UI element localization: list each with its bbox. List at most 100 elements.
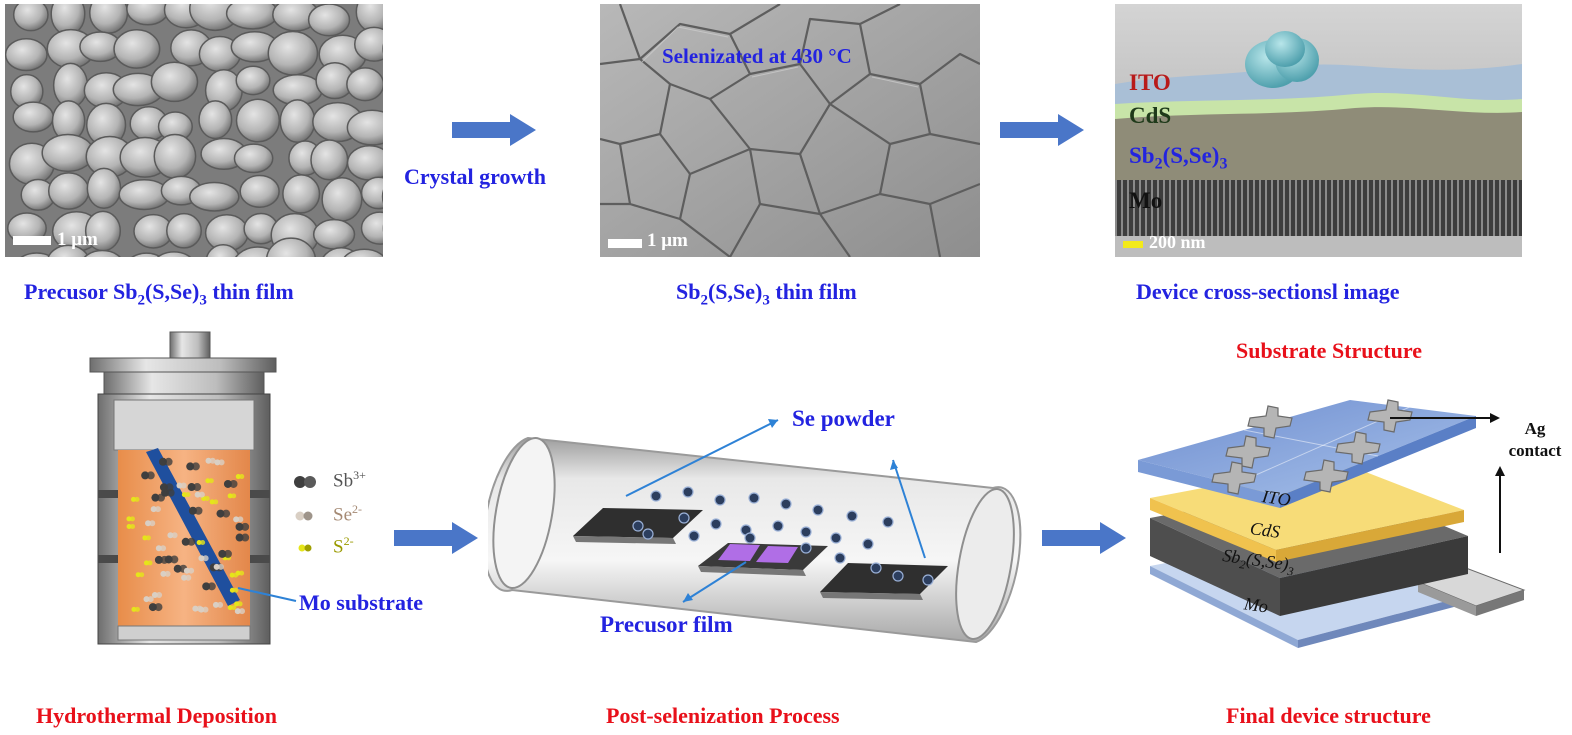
ion-particle: [155, 545, 162, 552]
scale-bar: [608, 239, 642, 248]
scale-bar-label: 1 μm: [647, 230, 688, 251]
ion-particle: [235, 533, 244, 542]
ion-particle: [186, 462, 195, 471]
grain: [198, 100, 233, 140]
grain: [282, 174, 321, 214]
substrate-structure-title: Substrate Structure: [1236, 338, 1422, 363]
se-particle: [772, 520, 784, 532]
grain: [312, 218, 356, 250]
selenized-grains-graphic: [600, 4, 980, 257]
arrow-right-icon: [394, 522, 478, 554]
se-particle: [830, 532, 842, 544]
ion-particle: [185, 574, 192, 581]
grain: [235, 65, 271, 96]
precursor-film-label: Precusor film: [600, 612, 733, 637]
se-particle: [748, 492, 760, 504]
ion-particle: [150, 506, 157, 513]
cross-section-caption: Device cross-sectionsl image: [1136, 279, 1400, 304]
ion-particle: [139, 572, 145, 578]
grain: [239, 174, 280, 208]
ion-particle: [241, 533, 250, 542]
se-particle: [710, 518, 722, 530]
ion-particle: [198, 555, 205, 562]
ion-particle: [205, 457, 212, 464]
ion-particle: [222, 509, 231, 518]
grain: [267, 30, 319, 76]
ion-particle: [185, 492, 191, 498]
ion-particle: [160, 570, 167, 577]
ion-particle: [141, 471, 150, 480]
ion-particle: [130, 523, 136, 529]
se-powder-label: Se powder: [792, 406, 895, 431]
device-ito-label: ITO: [1260, 486, 1293, 510]
ion-particle: [191, 462, 200, 471]
ion-particle: [235, 474, 241, 480]
grain: [153, 133, 197, 180]
ion-particle: [218, 549, 227, 558]
precursor-grains-graphic: [5, 4, 383, 257]
arrow-right-icon: [452, 114, 536, 146]
crystal-growth-label: Crystal growth: [404, 164, 546, 189]
ion-particle: [160, 555, 169, 564]
ion-particle: [196, 540, 202, 546]
ion-particle: [131, 606, 137, 612]
mo-layer-label: Mo: [1129, 188, 1163, 213]
ion-particle: [154, 555, 163, 564]
ion-particle: [164, 457, 173, 466]
hydrothermal-caption: Hydrothermal Deposition: [36, 703, 277, 728]
grain: [113, 29, 161, 69]
grain: [279, 99, 316, 144]
precursor-sem-image: 1 μm: [5, 4, 383, 257]
ion-particle: [167, 532, 174, 539]
scale-bar-label: 1 μm: [57, 229, 98, 250]
cds-layer-label: CdS: [1129, 103, 1172, 128]
ion-particle: [213, 499, 219, 505]
ion-particle: [229, 572, 235, 578]
ion-particle: [237, 601, 243, 607]
grain: [47, 172, 90, 210]
grain: [83, 249, 121, 257]
ion-particle: [143, 560, 149, 566]
ion-particle: [130, 496, 136, 502]
ion-particle: [205, 478, 211, 484]
se-particle: [862, 538, 874, 550]
selenized-sem-image: Selenizated at 430 °C 1 μm: [600, 4, 980, 257]
ion-particle: [149, 520, 156, 527]
ion-particle: [188, 506, 197, 515]
ion-particle: [218, 459, 225, 466]
device-cds-label: CdS: [1248, 518, 1282, 542]
grain: [360, 211, 383, 245]
grain: [307, 4, 351, 37]
ion-particle: [216, 509, 225, 518]
ion-particle: [202, 555, 209, 562]
ion-particle: [143, 596, 150, 603]
device-mo-label: Mo: [1242, 593, 1270, 617]
ion-particle: [183, 567, 190, 574]
ion-particle: [192, 605, 199, 612]
ion-particle: [134, 496, 140, 502]
ion-particle: [134, 606, 140, 612]
grain: [321, 177, 363, 222]
legend-sb-label: Sb3+: [333, 468, 366, 492]
ion-particle: [229, 587, 235, 593]
ion-particle: [200, 540, 206, 546]
scale-bar: [13, 236, 51, 245]
ion-particle: [164, 570, 171, 577]
grain: [266, 237, 316, 257]
ion-particle: [231, 493, 237, 499]
se-particle: [892, 570, 904, 582]
ion-particle: [171, 532, 178, 539]
ion-particle: [227, 493, 233, 499]
ag-contact-cross: [1211, 461, 1257, 495]
ion-particle: [148, 603, 157, 612]
ion-particle: [158, 457, 167, 466]
ion-particle: [156, 493, 165, 502]
se-particle: [678, 512, 690, 524]
cross-section-sem-image: ITO CdS Sb2(S,Se)3 Mo 200 nm: [1115, 4, 1522, 257]
ion-particle: [126, 523, 132, 529]
grain: [47, 244, 90, 257]
ion-particle: [213, 563, 220, 570]
ion-particle: [154, 603, 163, 612]
grain: [360, 176, 383, 210]
